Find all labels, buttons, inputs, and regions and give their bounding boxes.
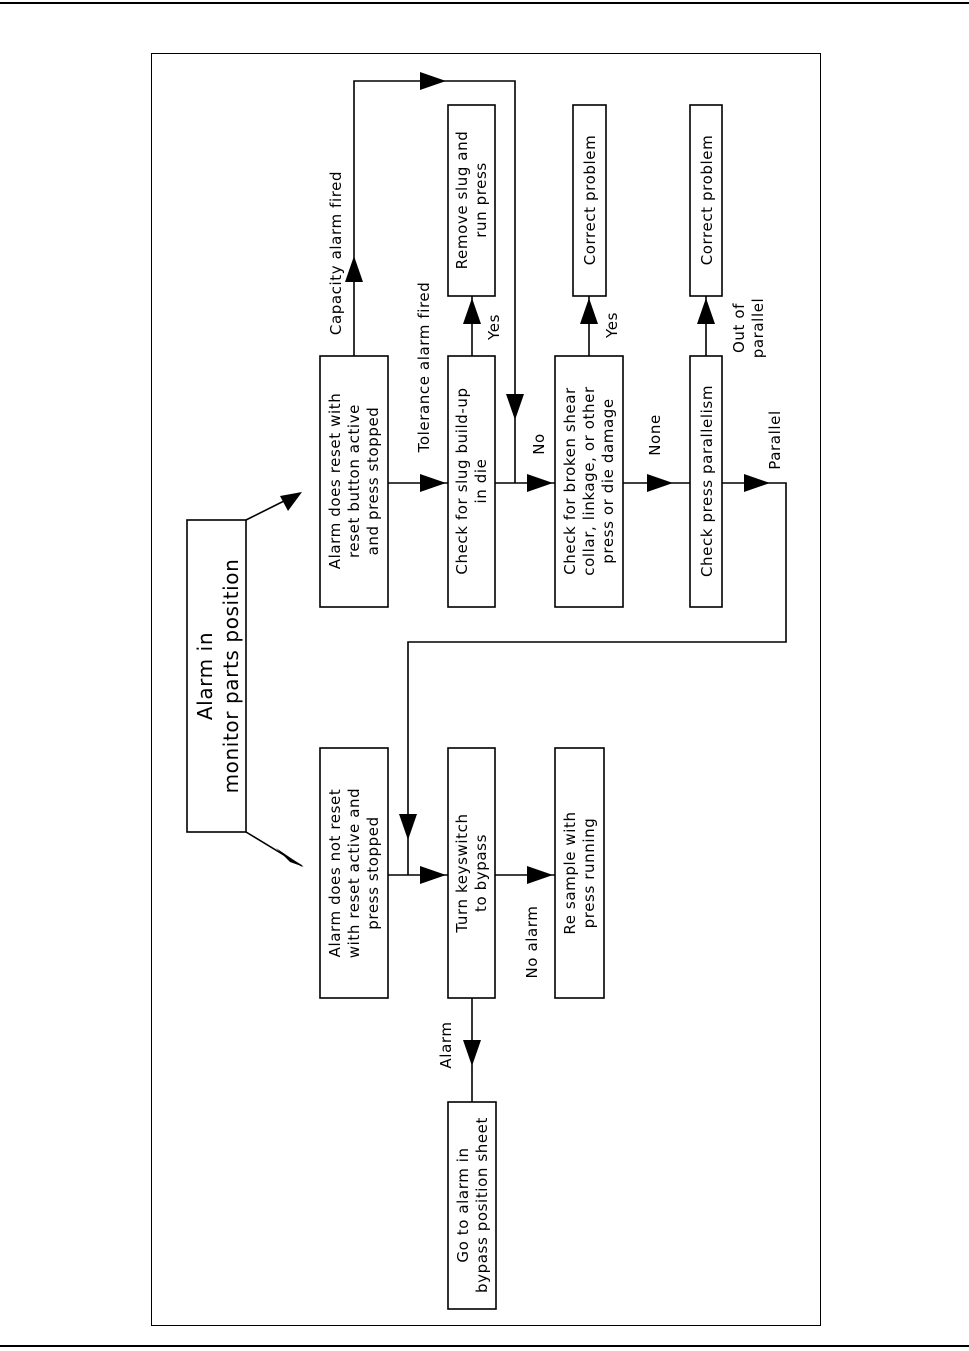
arrowhead-tolerance [420,474,446,492]
label-parallel: Parallel [766,410,784,469]
label-tolerance-alarm: Tolerance alarm fired [415,282,433,454]
arrowhead-capacity-down [506,394,524,420]
not-reset-line-1: Alarm does not reset [326,789,344,958]
goto-bypass-line-1: Go to alarm in [454,1147,472,1262]
arrowhead-alarm [463,1040,481,1066]
label-alarm: Alarm [437,1021,455,1068]
arrowhead-to-does-reset [280,492,302,511]
not-reset-line-2: with reset active and [345,788,363,959]
resample-line-2: press running [580,818,598,929]
box-correct-2 [689,104,723,297]
keyswitch-line-1: Turn keyswitch [453,813,471,933]
arrowhead-to-not-reset [276,848,304,867]
keyswitch-line-2: to bypass [472,834,490,912]
goto-bypass-line-2: bypass position sheet [473,1117,491,1293]
arrowhead-parallel [744,474,770,492]
box-labels: Alarm in monitor parts position Alarm do… [193,131,716,1293]
does-reset-line-3: and press stopped [364,407,382,556]
alarm-monitor-line-1: Alarm in [193,632,217,720]
box-check-parallelism [689,355,723,608]
bottom-rule [0,1345,969,1347]
label-no-alarm: No alarm [523,905,541,978]
check-parallelism-line-1: Check press parallelism [698,385,716,577]
check-broken-line-2: collar, linkage, or other [580,386,598,576]
boxes [186,104,723,1310]
resample-line-1: Re sample with [561,811,579,934]
box-correct-1 [572,104,607,297]
label-yes-slug: Yes [485,314,503,341]
arrowhead-capacity-up [345,256,363,282]
arrowhead-to-keyswitch [420,866,446,884]
label-none-broken: None [646,414,664,456]
label-capacity-alarm: Capacity alarm fired [327,171,345,335]
correct-2-line-1: Correct problem [698,135,716,266]
box-alarm-monitor [186,519,247,833]
check-broken-line-3: press or die damage [599,398,617,563]
arrowhead-out-of-parallel [697,298,715,324]
arrowhead-no [527,474,553,492]
box-remove-slug [447,104,496,297]
box-goto-bypass [447,1101,497,1310]
arrowheads [276,72,770,1066]
label-no-slug: No [530,433,548,455]
top-rule [0,2,969,4]
box-keyswitch [447,747,496,999]
arrowhead-parallel-down [399,814,417,840]
box-check-broken [554,355,624,608]
diagram-frame [151,53,821,1326]
arrowhead-yes-slug [463,298,481,324]
not-reset-line-3: press stopped [364,816,382,929]
check-broken-line-1: Check for broken shear [561,387,579,575]
alarm-monitor-line-2: monitor parts position [219,559,243,794]
check-slug-line-2: in die [472,459,490,504]
box-not-reset [319,747,389,999]
does-reset-line-1: Alarm does reset with [326,393,344,570]
arrowhead-yes-broken [580,298,598,324]
arrowhead-no-alarm [527,866,553,884]
arrowhead-none [647,474,673,492]
edge-labels: Capacity alarm fired Tolerance alarm fir… [327,171,784,1069]
remove-slug-line-2: run press [472,162,490,238]
does-reset-line-2: reset button active [345,404,363,558]
correct-1-line-1: Correct problem [581,135,599,266]
box-resample [554,747,605,999]
remove-slug-line-1: Remove slug and [453,131,471,270]
arrowhead-capacity-right [420,72,446,90]
label-out-of-parallel-line-2: parallel [749,298,767,359]
label-yes-broken: Yes [603,312,621,339]
box-check-slug [447,355,496,608]
box-does-reset [319,355,389,608]
check-slug-line-1: Check for slug build-up [453,387,471,574]
label-out-of-parallel-line-1: Out of [730,303,748,353]
